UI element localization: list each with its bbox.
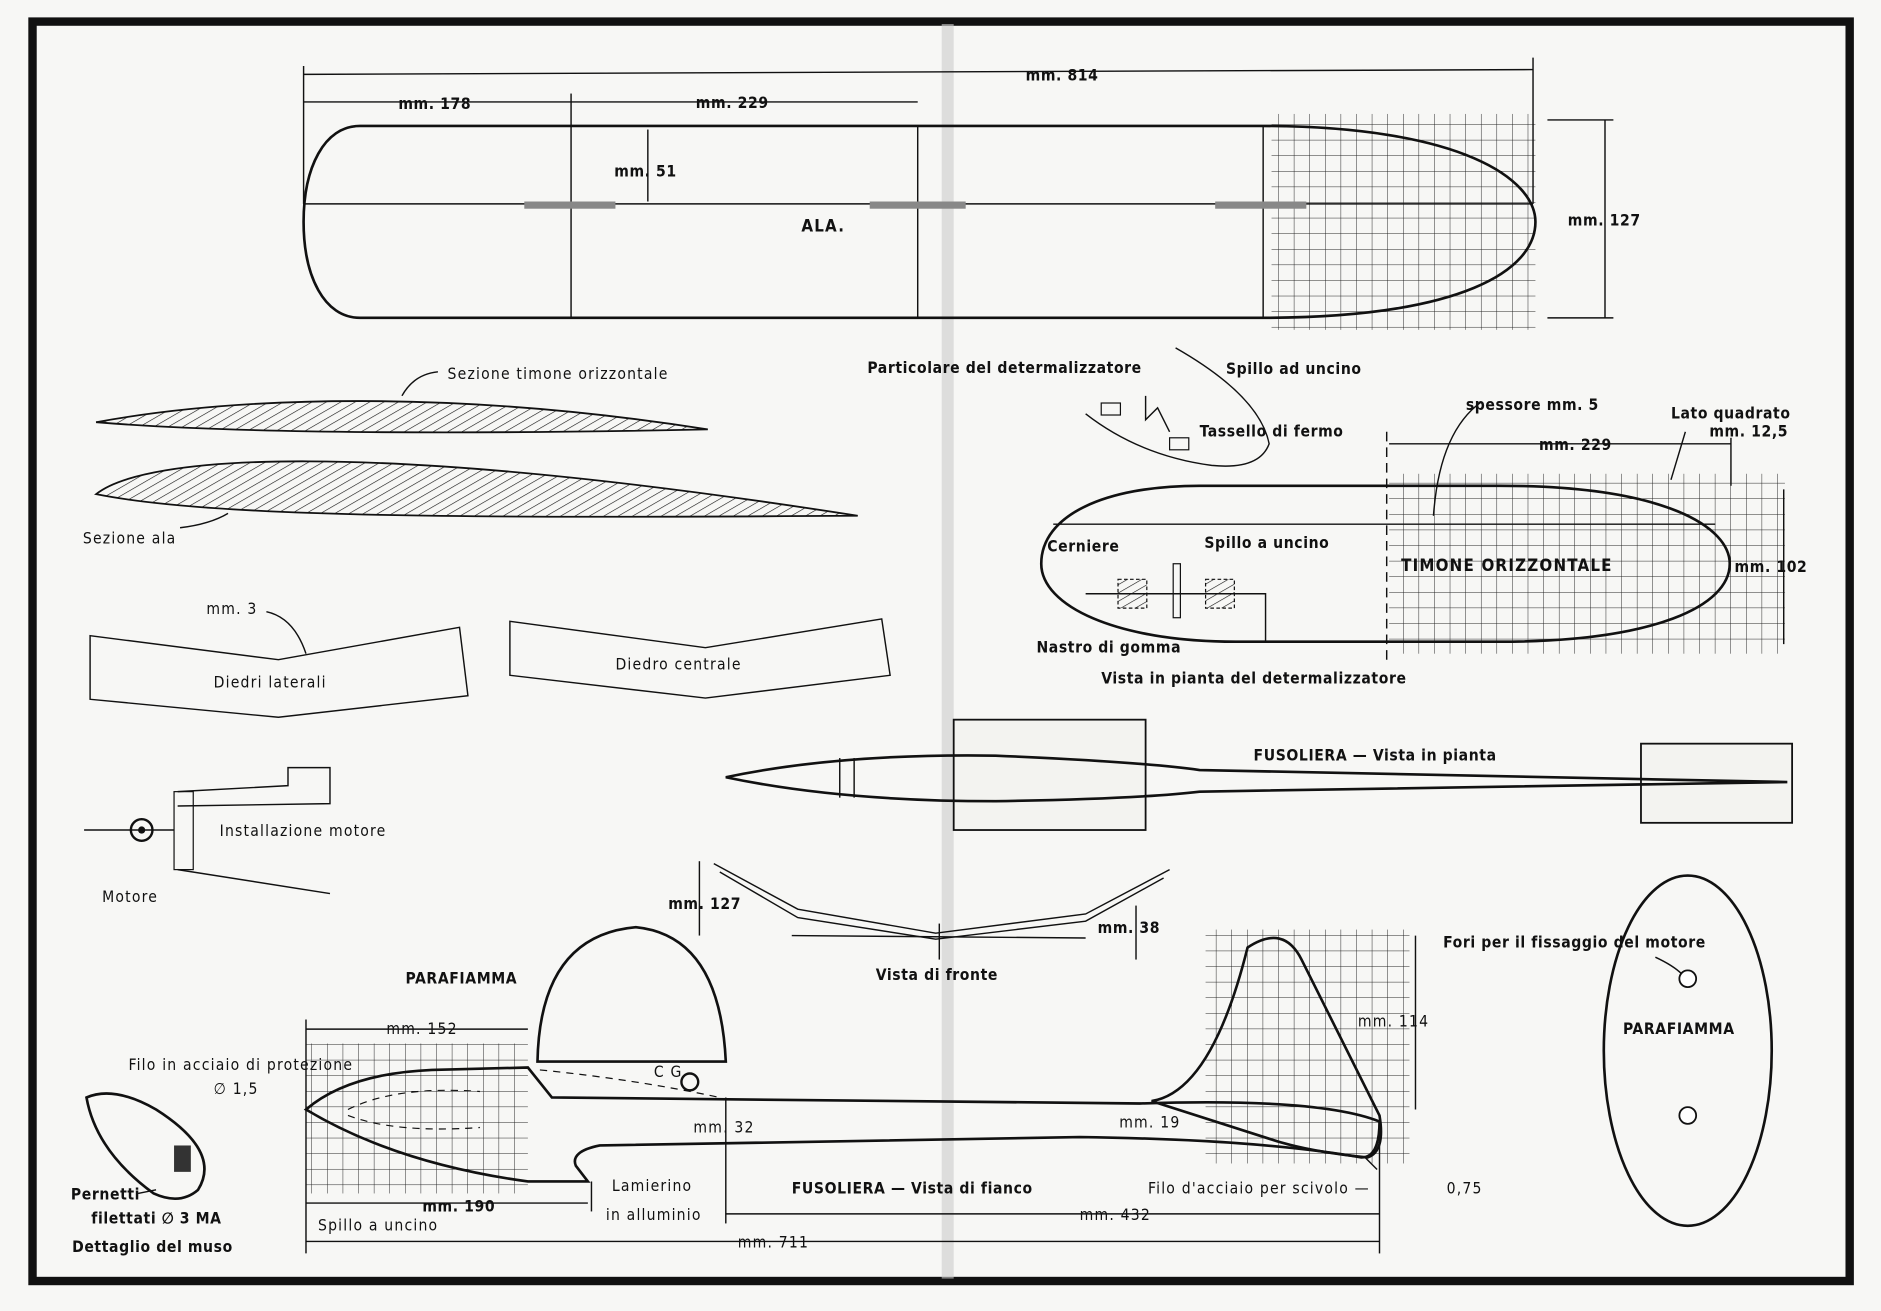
stab-title: TIMONE ORIZZONTALE	[1401, 555, 1613, 575]
grid-square-size: mm. 12,5	[1709, 423, 1788, 441]
fuselage-side-title: FUSOLIERA — Vista di fianco	[792, 1179, 1033, 1197]
engine-install-label: Installazione motore	[220, 822, 387, 840]
dihedral-height-dim: mm. 3	[206, 600, 257, 618]
wing-tip-dim: mm. 178	[398, 95, 471, 113]
protection-wire-label: Filo in acciaio di protezione	[128, 1056, 353, 1074]
skid-wire-label: Filo d'acciaio per scivolo —	[1148, 1179, 1370, 1197]
nose-detail-title: Dettaglio del muso	[72, 1238, 233, 1256]
sheet-label: Lamierino	[612, 1177, 692, 1195]
protection-wire-dia: ∅ 1,5	[214, 1080, 259, 1098]
nose-dim: mm. 152	[386, 1020, 457, 1038]
dethermalizer-detail	[1085, 347, 1270, 467]
fuselage-plan-title: FUSOLIERA — Vista in pianta	[1254, 746, 1497, 764]
cg-label: C G	[654, 1063, 683, 1081]
stab-chord-dim: mm. 102	[1735, 558, 1808, 576]
stab-hook-pin-label: Spillo a uncino	[1204, 534, 1329, 552]
side-dihedral-shape	[89, 626, 469, 718]
stop-block-label: Tassello di fermo	[1200, 423, 1344, 441]
wing-section-label: Sezione ala	[83, 529, 177, 547]
stab-span-dim: mm. 229	[1539, 436, 1612, 454]
mounting-holes-label: Fori per il fissaggio del motore	[1443, 934, 1706, 952]
sheet-border	[28, 17, 1854, 1286]
pylon-dim: mm. 32	[693, 1118, 754, 1136]
front-height-dim: mm. 127	[668, 895, 741, 913]
front-tip-dim: mm. 38	[1098, 919, 1161, 937]
firewall-view-title: PARAFIAMMA	[1623, 1020, 1735, 1038]
motor-label: Motore	[102, 888, 158, 906]
wing-panel-dim: mm. 229	[696, 94, 769, 112]
threaded-label: filettati ∅ 3 MA	[91, 1209, 221, 1227]
fuselage-plan-view	[725, 718, 1794, 831]
front-view-title: Vista di fronte	[876, 966, 998, 984]
sheet-label-2: in alluminio	[606, 1206, 702, 1224]
firewall-label: PARAFIAMMA	[406, 970, 518, 988]
stab-thickness-label: spessore mm. 5	[1466, 396, 1599, 414]
hook-pin-label: Spillo ad uncino	[1226, 360, 1362, 378]
wing-title: ALA.	[801, 215, 845, 235]
front-view	[698, 861, 1170, 960]
grid-square-label: Lato quadrato	[1671, 405, 1791, 423]
tail-dim: mm. 19	[1119, 1113, 1180, 1131]
dethermalizer-detail-title: Particolare del determalizzatore	[867, 359, 1141, 377]
stabilizer-plan	[1039, 401, 1785, 666]
pins-label: Pernetti	[71, 1185, 140, 1203]
wing-section-profile	[94, 460, 858, 518]
fuselage-side-view	[303, 925, 1417, 1254]
skid-wire-dia: 0,75	[1447, 1179, 1483, 1197]
wing-chord-dim: mm. 127	[1568, 211, 1641, 229]
center-dihedral-label: Diedro centrale	[615, 655, 741, 673]
hinges-label: Cerniere	[1047, 538, 1119, 556]
dim-711: mm. 711	[738, 1233, 809, 1251]
center-dihedral-shape	[509, 618, 891, 699]
stab-section-profile	[95, 400, 708, 434]
nose-detail	[85, 1092, 206, 1200]
firewall-view	[1602, 874, 1774, 1228]
rubber-band-label: Nastro di gomma	[1036, 639, 1181, 657]
wing-plan	[302, 57, 1614, 330]
dim-190: mm. 190	[422, 1197, 495, 1215]
side-dihedrals-label: Diedri laterali	[214, 673, 327, 691]
stab-section-label: Sezione timone orizzontale	[448, 365, 669, 383]
side-hook-pin-label: Spillo a uncino	[318, 1217, 438, 1235]
dim-432: mm. 432	[1080, 1206, 1151, 1224]
wing-span-dim: mm. 814	[1026, 66, 1099, 84]
engine-installation	[84, 766, 331, 895]
wing-spar-dim: mm. 51	[614, 162, 677, 180]
dethermalizer-plan-label: Vista in pianta del determalizzatore	[1101, 670, 1406, 688]
fin-height-dim: mm. 114	[1358, 1013, 1429, 1031]
